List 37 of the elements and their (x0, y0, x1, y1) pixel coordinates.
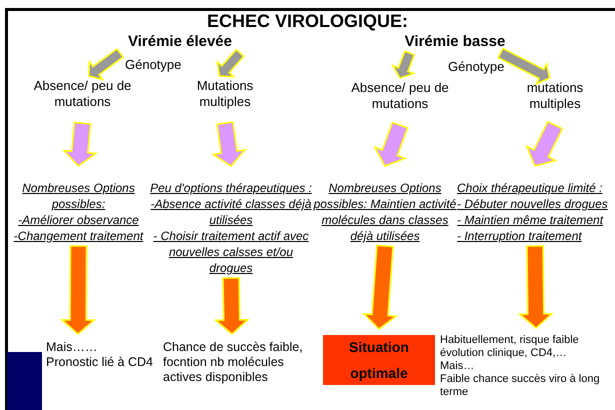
result-text: Faible chance succès viro à long terme (440, 373, 601, 399)
heading-text: Virémie basse (404, 33, 506, 51)
block-arrow (497, 48, 550, 86)
option-text: Peu d'options thérapeutiques : (150, 180, 312, 196)
branch-text: Absence/ peu de mutations (32, 78, 132, 110)
result-text: Habituellement, risque faible évolution clinique, CD4,… (440, 334, 580, 360)
option-text: Nombreuses Options possibles: (21, 180, 136, 212)
branch-text: mutations multiples (526, 80, 584, 112)
option-text: - Débuter nouvelles drogues (457, 196, 609, 212)
option-text: -Absence activité classes déjà utilisées (150, 196, 312, 228)
block-arrow (518, 245, 554, 329)
result-text: Mais… (440, 360, 476, 373)
option-text: -Changement traitement (12, 228, 144, 244)
option-text: - Interruption traitement (457, 228, 583, 244)
block-arrow (62, 122, 98, 167)
block-arrow (525, 120, 564, 167)
block-arrow (214, 277, 250, 335)
branch-text: Absence/ peu de mutations (350, 80, 450, 112)
option-text: -Améliorer observance (17, 212, 140, 228)
diagram-title: ECHEC VIROLOGIQUE: (206, 11, 409, 32)
option-text: - Maintien même traitement (457, 212, 604, 228)
block-arrow (216, 48, 245, 78)
block-arrow (60, 245, 96, 335)
block-arrow (362, 244, 398, 330)
block-arrow (211, 121, 247, 167)
result-box: Situation optimale (323, 335, 435, 385)
option-text: Nombreuses Options possibles: Maintien activité molécules dans classes déjà utilisées (313, 180, 457, 244)
genotype-label: Génotype (125, 57, 182, 72)
genotype-label: Génotype (448, 59, 504, 74)
branch-text: Mutations multiples (196, 78, 254, 110)
result-text: Chance de succès faible, focntion nb molécules actives disponibles (163, 340, 303, 385)
block-arrow (88, 48, 124, 81)
option-text: - Choisir traitement actif avec nouvelles calsses et/ou drogues (152, 228, 310, 276)
block-arrow (373, 121, 408, 167)
heading-text: Virémie élevée (127, 33, 233, 51)
option-text: Choix thérapeutique limité : (457, 180, 604, 196)
block-arrow (391, 50, 416, 79)
